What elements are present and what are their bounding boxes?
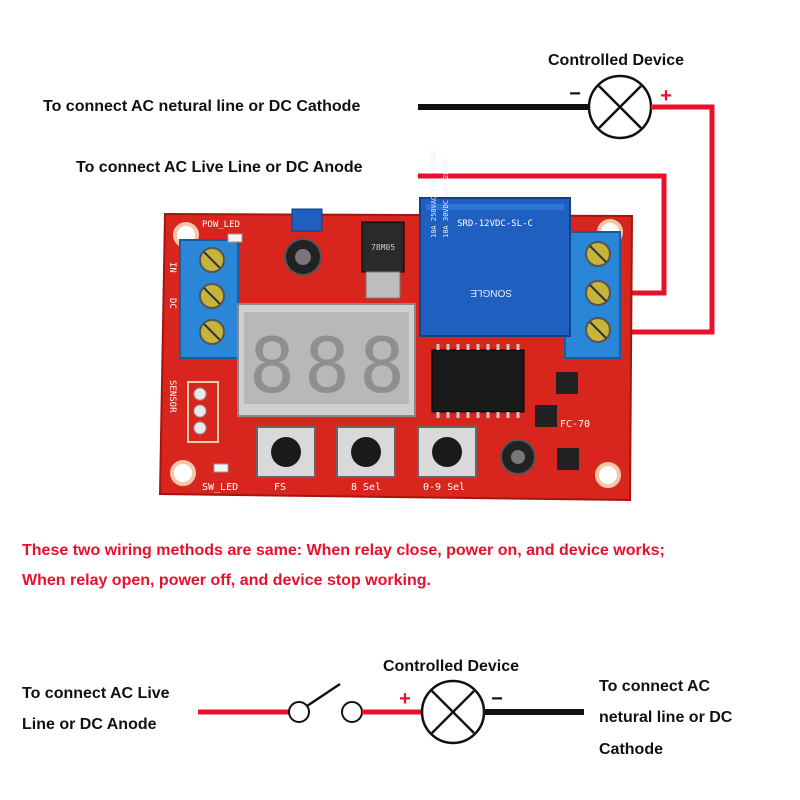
- button-8-sel-label: 8 Sel: [351, 482, 381, 493]
- sw-led-label: SW_LED: [202, 482, 238, 493]
- pow-led-label: POW_LED: [202, 220, 240, 230]
- relay: [419, 197, 571, 337]
- transistors: [535, 372, 579, 470]
- seven-segment-display: 8 8 8: [237, 303, 416, 417]
- in-label: IN: [167, 262, 177, 273]
- svg-text:8: 8: [249, 321, 295, 410]
- relay-brand: SONGLE: [470, 287, 512, 298]
- top-red-wire-device: [612, 104, 715, 335]
- relay-module-board: 8 8 8: [158, 197, 634, 502]
- input-terminal-block: [179, 239, 239, 359]
- dc-label: DC: [167, 298, 177, 309]
- bottom-lamp-symbol: [420, 679, 486, 745]
- ic-chip: [431, 344, 525, 418]
- bottom-right-label-1: To connect AC: [599, 678, 711, 695]
- bottom-right-label-3: Cathode: [599, 741, 663, 758]
- bottom-left-label-2: Line or DC Anode: [22, 716, 157, 733]
- voltage-regulator: [361, 221, 405, 299]
- note-line-1: These two wiring methods are same: When …: [22, 542, 665, 559]
- neutral-line-label: To connect AC netural line or DC Cathode: [43, 98, 361, 115]
- top-red-wire-live: [418, 173, 667, 296]
- svg-text:8: 8: [359, 321, 405, 410]
- sensor-label: SENSOR: [167, 380, 177, 413]
- sensor-pads: [187, 381, 219, 443]
- model-label: FC-70: [560, 419, 590, 430]
- live-line-label: To connect AC Live Line or DC Anode: [76, 159, 363, 176]
- bottom-right-label-2: netural line or DC: [599, 709, 733, 726]
- relay-model-label: SRD-12VDC-SL-C: [457, 219, 533, 229]
- button-0-9-sel: [417, 426, 477, 478]
- sw-led: [213, 463, 229, 473]
- button-0-9-sel-label: 0-9 Sel: [423, 482, 465, 493]
- capacitor-top: [284, 238, 322, 276]
- button-fs-label: FS: [274, 482, 286, 493]
- relay-rating-1: 10A 250VAC 10A 125VAC: [430, 149, 438, 238]
- note-line-2: When relay open, power off, and device s…: [22, 572, 431, 589]
- switch-symbol: [288, 682, 363, 723]
- potentiometer: [291, 208, 323, 232]
- top-minus-sign: −: [569, 83, 581, 105]
- button-fs: [256, 426, 316, 478]
- bottom-left-label-1: To connect AC Live: [22, 685, 170, 702]
- svg-text:8: 8: [304, 321, 350, 410]
- bottom-minus-sign: −: [491, 688, 503, 710]
- top-lamp-symbol: [587, 74, 653, 140]
- top-plus-sign: +: [660, 85, 672, 107]
- pow-led: [227, 233, 243, 243]
- bottom-device-label: Controlled Device: [383, 658, 520, 675]
- button-8-sel: [336, 426, 396, 478]
- top-device-label: Controlled Device: [548, 52, 685, 69]
- bottom-plus-sign: +: [399, 688, 411, 710]
- capacitor-bottom: [500, 439, 536, 475]
- relay-rating-2: 10A 30VDC 10A 28VDC: [442, 158, 450, 238]
- relay-terminal-block: [564, 231, 621, 359]
- regulator-label: 78M05: [371, 243, 395, 252]
